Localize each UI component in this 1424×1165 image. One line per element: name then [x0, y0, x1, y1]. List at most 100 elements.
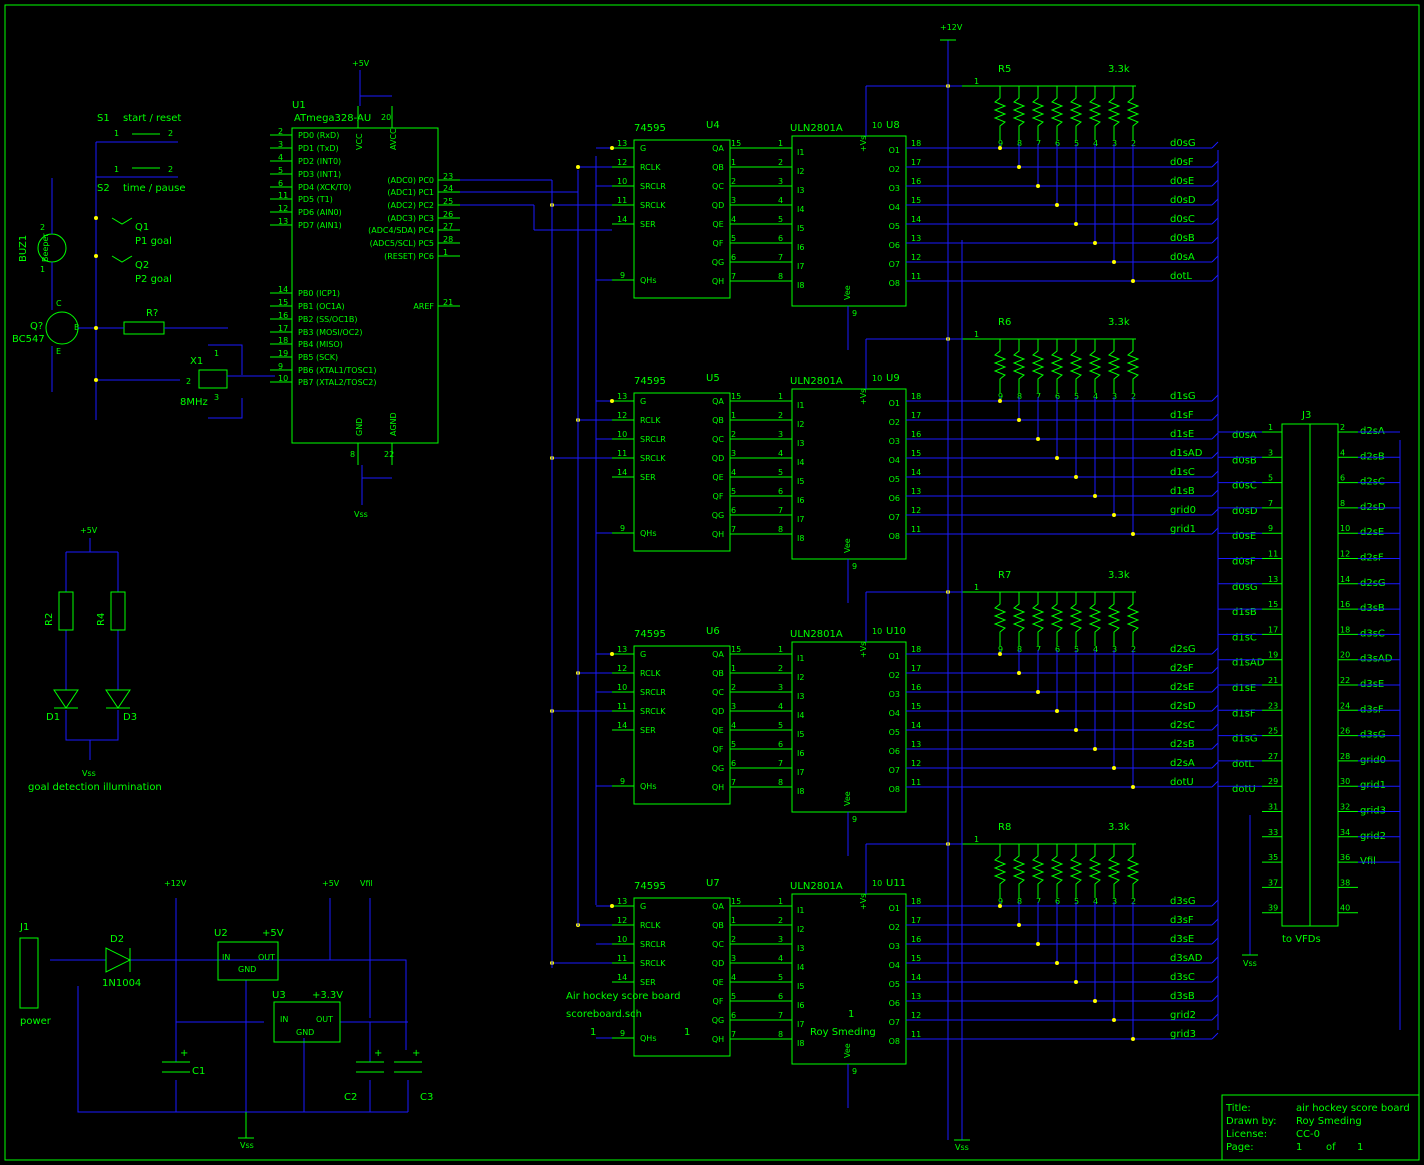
rnet-common-pin: 1	[974, 330, 979, 339]
bus-entry	[1211, 470, 1219, 478]
shift-pin-number: 9	[620, 271, 625, 280]
u3-ref: U3	[272, 990, 286, 1001]
rnet-pin: 9	[998, 645, 1003, 654]
connector-pin-number: 27	[1268, 752, 1278, 761]
driver-pin-number: 1	[778, 392, 783, 401]
svg-text:OUT: OUT	[258, 953, 275, 962]
junction-dot	[610, 904, 614, 908]
connector-net-left: dotU	[1232, 784, 1256, 795]
rnet-resistor	[1088, 339, 1102, 393]
driver-pin-name: I6	[797, 749, 804, 758]
mcu-pin-name: PD6 (AIN0)	[298, 208, 342, 217]
bus-entry	[1211, 217, 1219, 225]
svg-text:Vss: Vss	[82, 769, 96, 778]
mcu-pin-number: 6	[278, 179, 283, 188]
shift-pin-number: 10	[617, 935, 627, 944]
driver-pin-number: 7	[778, 253, 783, 262]
shift-pin-number: 13	[617, 392, 627, 401]
driver-ref: U8	[886, 120, 900, 131]
shift-pin-number: 10	[617, 430, 627, 439]
driver-pin-name: O6	[889, 999, 900, 1008]
junction-dot	[610, 652, 614, 656]
net-label: grid0	[1170, 505, 1196, 516]
shift-register-part: 74595	[634, 376, 666, 387]
sheet-info: Air hockey score board scoreboard.sch 1 …	[566, 991, 876, 1038]
svg-text:IN: IN	[222, 953, 230, 962]
driver-pin-number: 18	[911, 139, 921, 148]
driver-pin-number: 12	[911, 759, 921, 768]
driver-pin-name: O8	[889, 279, 900, 288]
shift-pin-name: QA	[712, 397, 724, 406]
junction-dot	[1131, 279, 1135, 283]
driver-pin-name: I3	[797, 692, 804, 701]
driver-pin-number: 18	[911, 645, 921, 654]
connector-ref: J3	[1301, 410, 1311, 421]
shift-pin-number: 5	[731, 740, 736, 749]
s1-ref: S1	[97, 113, 110, 124]
net-label: d3sAD	[1170, 953, 1203, 964]
connector-pin-number: 4	[1340, 448, 1345, 457]
net-label: d3sF	[1170, 915, 1194, 926]
rnet-pin: 7	[1036, 139, 1041, 148]
rnet-resistor	[1126, 844, 1140, 898]
shift-pin-number: 14	[617, 468, 627, 477]
mcu-pin-number: 9	[278, 362, 283, 371]
driver-pin-name: O5	[889, 728, 900, 737]
driver-pin-number: 15	[911, 449, 921, 458]
bus-entry	[1211, 1032, 1219, 1040]
driver-pin-number: 17	[911, 158, 921, 167]
mcu-pin-name: (ADC4/SDA) PC4	[368, 226, 434, 235]
shift-pin-number: 7	[731, 525, 736, 534]
svg-text:+5V: +5V	[322, 879, 340, 888]
mcu-pin-name: (ADC5/SCL) PC5	[370, 239, 434, 248]
connector-pin-number: 29	[1268, 777, 1278, 786]
shift-pin-number: 13	[617, 897, 627, 906]
driver-pin-number: 11	[911, 272, 921, 281]
rnet-resistor	[1069, 592, 1083, 646]
rnet-pin: 6	[1055, 897, 1060, 906]
mcu-pin-name: PB0 (ICP1)	[298, 289, 340, 298]
mcu-pin-name: PB1 (OC1A)	[298, 302, 345, 311]
buzzer-label: Beeper	[41, 233, 50, 262]
rnet-pin: 5	[1074, 645, 1079, 654]
driver-pin-number: 16	[911, 683, 921, 692]
driver-vs-pin: 10	[872, 627, 882, 636]
rnet-pin: 6	[1055, 392, 1060, 401]
driver-pin-name: I8	[797, 787, 804, 796]
connector-pin-number: 13	[1268, 575, 1278, 584]
mcu-ground-label: Vss	[354, 510, 368, 519]
shift-pin-name: RCLK	[640, 163, 661, 172]
rnet-pin: 9	[998, 897, 1003, 906]
page-label: Page:	[1226, 1142, 1254, 1153]
driver-pin-name: I3	[797, 186, 804, 195]
connector-pin-number: 20	[1340, 651, 1350, 660]
shift-pin-name: SER	[640, 978, 656, 987]
shift-pin-name: QC	[712, 940, 724, 949]
svg-text:+: +	[374, 1048, 382, 1059]
mcu-pin-name: (ADC1) PC1	[387, 188, 434, 197]
svg-text:Vfil: Vfil	[360, 879, 373, 888]
shift-pin-name: QF	[713, 745, 724, 754]
junction-dot	[610, 399, 614, 403]
mcu-pin-number: 27	[443, 222, 453, 231]
driver-pin-name: I7	[797, 1020, 804, 1029]
shift-pin-number: 10	[617, 683, 627, 692]
shift-pin-name: QA	[712, 144, 724, 153]
connector-pin-number: 31	[1268, 803, 1278, 812]
shift-pin-name: QH	[712, 783, 724, 792]
rnet-resistor	[1012, 844, 1026, 898]
shift-register-ref: U7	[706, 878, 720, 889]
connector-pin-number: 24	[1340, 701, 1350, 710]
driver-pin-number: 2	[778, 916, 783, 925]
shift-pin-name: QD	[712, 454, 724, 463]
driver-pin-number: 8	[778, 272, 783, 281]
mcu-pin-name: AVCC	[389, 128, 398, 150]
q1-label: P1 goal	[135, 236, 172, 247]
shift-pin-number: 15	[731, 645, 741, 654]
net-label: d1sC	[1170, 467, 1195, 478]
sheet-number-3: 1	[848, 1009, 854, 1020]
svg-text:2: 2	[186, 377, 191, 386]
driver-pin-name: I1	[797, 401, 804, 410]
driver-pin-name: O7	[889, 766, 900, 775]
bus-entry	[1211, 685, 1219, 693]
